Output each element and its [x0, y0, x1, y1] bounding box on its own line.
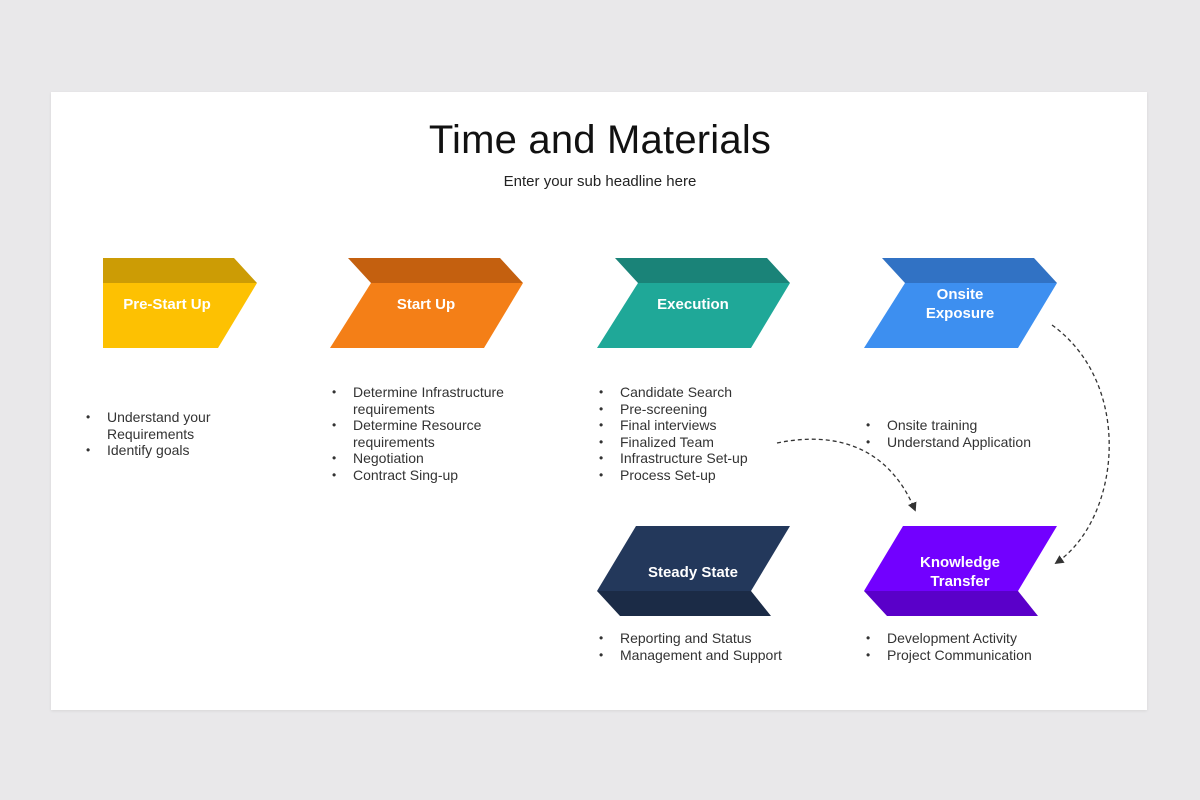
connector-onsite-to-knowledge-transfer — [1051, 324, 1110, 565]
list-item: Contract Sing-up — [332, 467, 532, 484]
bullets-execution: Candidate Search Pre-screening Final int… — [599, 384, 789, 484]
stage-pre-start-up-label: Pre-Start Up — [123, 296, 211, 313]
stage-knowledge-transfer-label-line2: Transfer — [930, 573, 989, 590]
list-item: Understand Application — [866, 434, 1056, 451]
list-item: Understand your Requirements — [86, 409, 236, 442]
list-item: Determine Resource requirements — [332, 417, 532, 450]
list-item: Determine Infrastructure requirements — [332, 384, 532, 417]
bullets-start-up: Determine Infrastructure requirements De… — [332, 384, 532, 484]
stage-onsite-exposure-chevron — [864, 283, 1057, 348]
list-item: Candidate Search — [599, 384, 789, 401]
stage-knowledge-transfer: Knowledge Transfer — [864, 526, 1057, 616]
stage-execution-ribbon — [615, 258, 790, 283]
stage-onsite-exposure-label: Onsite — [937, 286, 984, 303]
list-item: Development Activity — [866, 630, 1066, 647]
stage-pre-start-up: Pre-Start Up — [103, 258, 257, 348]
page-title: Time and Materials — [428, 118, 772, 162]
list-item: Management and Support — [599, 647, 799, 664]
stage-start-up: Start Up — [330, 258, 523, 348]
bullets-knowledge-transfer: Development Activity Project Communicati… — [866, 630, 1066, 663]
stage-start-up-label: Start Up — [397, 296, 455, 313]
list-item: Final interviews — [599, 417, 789, 434]
list-item: Project Communication — [866, 647, 1066, 664]
page-subtitle: Enter your sub headline here — [503, 173, 697, 190]
stage-onsite-exposure-ribbon — [882, 258, 1057, 283]
stage-execution: Execution — [597, 258, 790, 348]
stage-start-up-ribbon — [348, 258, 523, 283]
list-item: Negotiation — [332, 450, 532, 467]
stage-knowledge-transfer-chevron — [864, 526, 1057, 591]
stage-pre-start-up-chevron — [103, 283, 257, 348]
bullets-steady-state: Reporting and Status Management and Supp… — [599, 630, 799, 663]
list-item: Onsite training — [866, 417, 1056, 434]
stage-steady-state-label: Steady State — [648, 564, 738, 581]
connector-execution-to-knowledge-transfer — [776, 438, 917, 512]
list-item: Reporting and Status — [599, 630, 799, 647]
list-item: Infrastructure Set-up — [599, 450, 789, 467]
stage-onsite-exposure-label-line2: Exposure — [926, 305, 994, 322]
stage-steady-state-chevron — [597, 526, 790, 591]
stage-knowledge-transfer-label: Knowledge — [920, 554, 1000, 571]
stage-steady-state-ribbon — [597, 591, 771, 616]
stage-pre-start-up-ribbon — [103, 258, 257, 283]
stage-onsite-exposure: Onsite Exposure — [864, 258, 1057, 348]
list-item: Pre-screening — [599, 401, 789, 418]
bullets-onsite-exposure: Onsite training Understand Application — [866, 417, 1056, 450]
stage-execution-chevron — [597, 283, 790, 348]
stage-steady-state: Steady State — [597, 526, 790, 616]
stage-start-up-chevron — [330, 283, 523, 348]
stage-knowledge-transfer-ribbon — [864, 591, 1038, 616]
list-item: Process Set-up — [599, 467, 789, 484]
stage-execution-label: Execution — [657, 296, 729, 313]
list-item: Identify goals — [86, 442, 236, 459]
list-item: Finalized Team — [599, 434, 789, 451]
bullets-pre-start-up: Understand your Requirements Identify go… — [86, 409, 236, 459]
